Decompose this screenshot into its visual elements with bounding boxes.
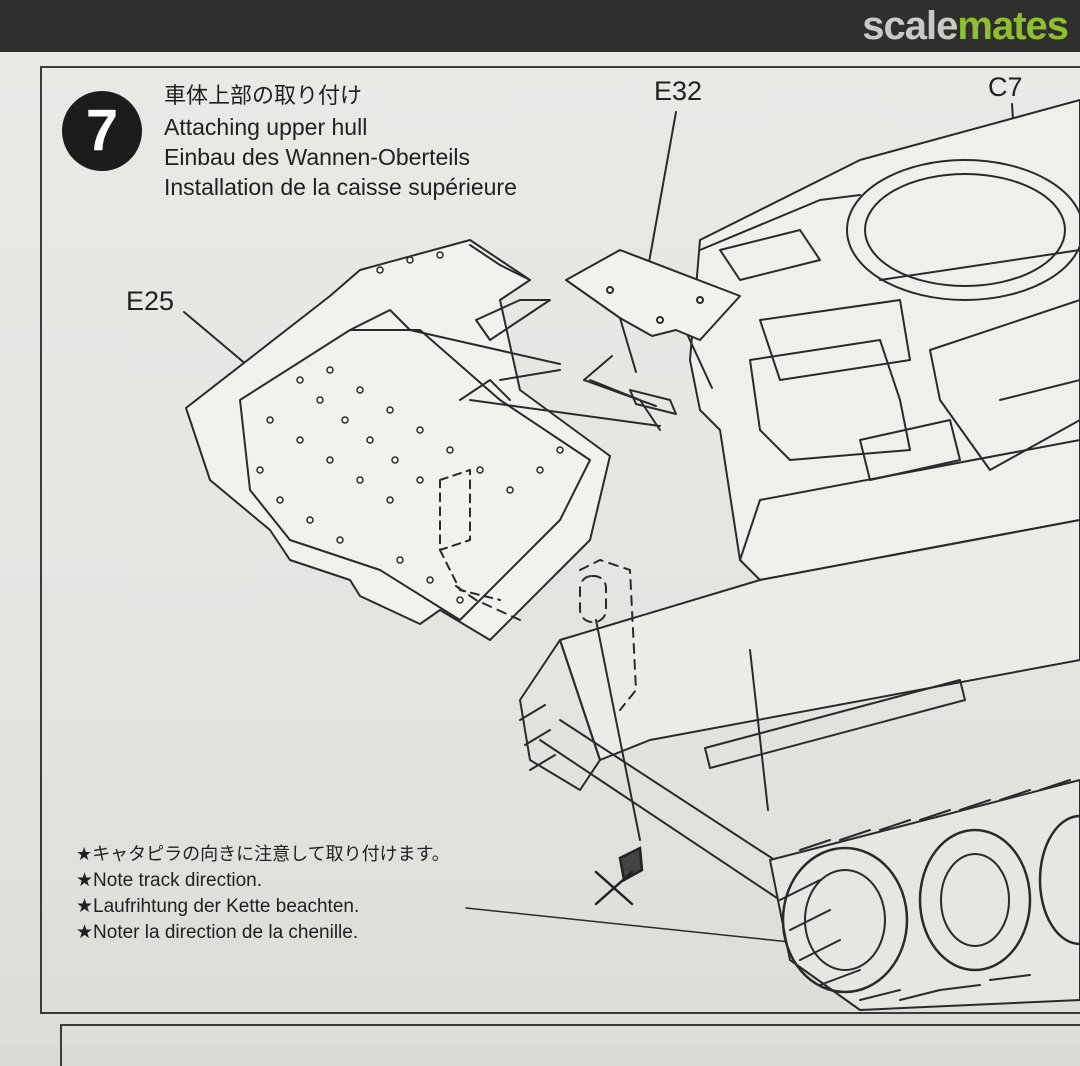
title-en: Attaching upper hull xyxy=(164,114,368,140)
title-jp: 車体上部の取り付け xyxy=(164,84,363,109)
step-titles: 車体上部の取り付け Attaching upper hull Einbau de… xyxy=(164,82,517,202)
pin-guides xyxy=(455,559,637,711)
assembly-arrows xyxy=(409,317,769,841)
title-de: Einbau des Wannen-Oberteils xyxy=(164,144,470,170)
step-frame xyxy=(40,66,1080,1014)
note-jp: ★キャタピラの向きに注意して取り付けます。 xyxy=(76,844,450,865)
track-assembly xyxy=(519,704,1080,1011)
scalemates-logo: scalemates xyxy=(862,4,1069,48)
note-fr: ★Noter la direction de la chenille. xyxy=(76,922,359,943)
no-glue-icon xyxy=(594,846,644,906)
plate-rivets xyxy=(256,251,564,604)
part-label-e32: E32 xyxy=(654,76,703,106)
note-en: ★Note track direction. xyxy=(76,870,262,891)
part-label-e25: E25 xyxy=(126,286,175,316)
leader-e32 xyxy=(647,111,677,269)
title-fr: Installation de la caisse supérieure xyxy=(164,174,517,200)
upper-hull xyxy=(689,99,1080,581)
part-label-c7: C7 xyxy=(988,72,1023,102)
rear-plate-e25 xyxy=(185,239,611,641)
watermark-bar: scalemates xyxy=(0,0,1080,52)
step-number: 7 xyxy=(62,91,142,171)
note-de: ★Laufrihtung der Kette beachten. xyxy=(76,896,360,917)
assembly-notes: ★キャタピラの向きに注意して取り付けます。 ★Note track direct… xyxy=(76,842,450,946)
leader-note xyxy=(465,907,791,943)
next-step-frame xyxy=(60,1024,1080,1066)
